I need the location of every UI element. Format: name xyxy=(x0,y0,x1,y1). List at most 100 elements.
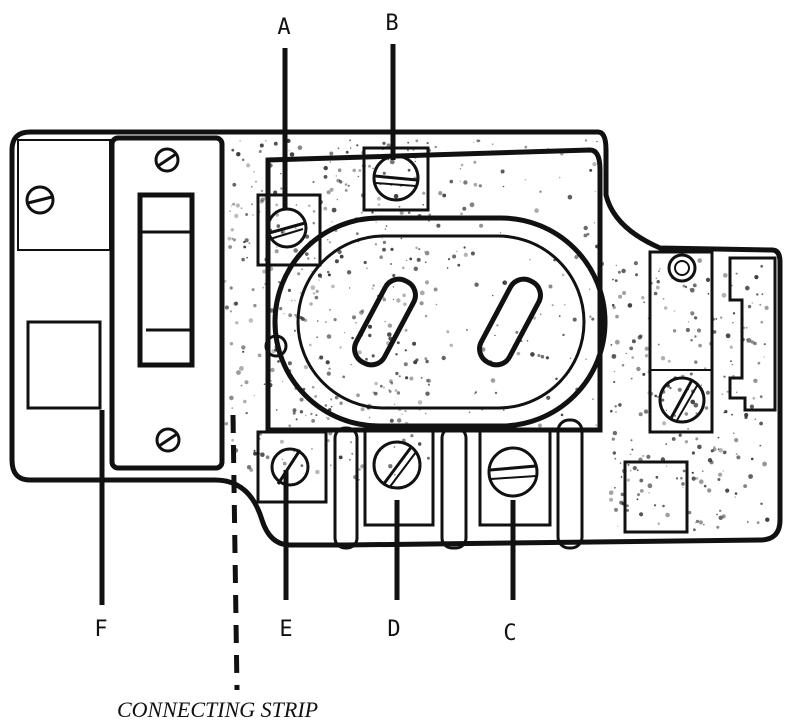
grime-speck xyxy=(717,436,720,439)
grime-speck xyxy=(673,310,676,312)
grime-speck xyxy=(360,464,365,469)
grime-speck xyxy=(388,464,393,469)
grime-speck xyxy=(629,469,632,472)
grime-speck xyxy=(583,225,588,231)
grime-speck xyxy=(409,376,414,381)
grime-speck xyxy=(452,254,457,259)
grime-speck xyxy=(413,266,418,271)
grime-speck xyxy=(662,504,665,508)
grime-speck xyxy=(691,451,696,455)
grime-speck xyxy=(377,196,381,201)
grime-speck xyxy=(244,380,249,385)
grime-speck xyxy=(402,293,406,298)
grime-speck xyxy=(403,362,408,367)
grime-speck xyxy=(326,439,330,443)
grime-speck xyxy=(446,267,449,269)
grime-speck xyxy=(394,474,396,476)
grime-speck xyxy=(646,454,651,459)
grime-speck xyxy=(331,221,333,223)
grime-speck xyxy=(288,424,292,428)
grime-speck xyxy=(572,317,577,322)
grime-speck xyxy=(355,322,357,324)
grime-speck xyxy=(756,293,759,296)
grime-speck xyxy=(399,210,404,215)
grime-speck xyxy=(401,413,403,416)
grime-speck xyxy=(281,231,284,234)
grime-speck xyxy=(709,460,714,465)
grime-speck xyxy=(236,152,241,157)
grime-speck xyxy=(424,314,428,318)
grime-speck xyxy=(422,191,426,195)
grime-speck xyxy=(248,242,251,245)
grime-speck xyxy=(718,515,723,520)
grime-speck xyxy=(269,308,275,313)
left-panel xyxy=(17,139,111,251)
grime-speck xyxy=(705,390,710,395)
grime-speck xyxy=(537,423,542,428)
grime-speck xyxy=(239,140,241,142)
grime-speck xyxy=(368,164,371,168)
grime-speck xyxy=(610,344,613,346)
grime-speck xyxy=(463,252,468,257)
grime-speck xyxy=(710,449,714,453)
grime-speck xyxy=(229,210,231,212)
grime-speck xyxy=(349,139,351,142)
grime-speck xyxy=(725,488,730,493)
grime-speck xyxy=(396,341,400,345)
grime-speck xyxy=(327,273,331,277)
grime-speck xyxy=(688,510,692,515)
grime-speck xyxy=(359,310,364,315)
grime-speck xyxy=(339,401,343,405)
grime-speck xyxy=(682,469,686,473)
grime-speck xyxy=(224,305,229,310)
grime-speck xyxy=(230,228,234,232)
grime-speck xyxy=(243,240,246,244)
grime-speck xyxy=(351,452,354,455)
grime-speck xyxy=(252,214,254,216)
left-square-window xyxy=(26,320,102,410)
grime-speck xyxy=(265,140,267,142)
grime-speck xyxy=(560,413,564,417)
grime-speck xyxy=(684,440,689,444)
grime-speck xyxy=(717,478,721,481)
grime-speck xyxy=(615,264,617,267)
grime-speck xyxy=(294,314,296,316)
grime-speck xyxy=(312,180,315,184)
grime-speck xyxy=(224,422,229,426)
grime-speck xyxy=(702,523,705,526)
grime-speck xyxy=(457,263,461,267)
grime-speck xyxy=(743,326,746,329)
grime-speck xyxy=(612,430,618,436)
grime-speck xyxy=(621,268,626,274)
grime-speck xyxy=(636,469,639,472)
grime-speck xyxy=(329,161,332,163)
terminal-plate-a xyxy=(256,193,322,267)
grime-speck xyxy=(234,213,239,219)
grime-speck xyxy=(242,350,245,353)
grime-speck xyxy=(425,359,429,364)
grime-speck xyxy=(295,227,297,229)
grime-speck xyxy=(620,492,625,497)
stud xyxy=(264,334,288,358)
grime-speck xyxy=(496,324,499,327)
grime-speck xyxy=(589,168,593,172)
grime-speck xyxy=(665,465,668,467)
grime-speck xyxy=(558,315,561,318)
grime-speck xyxy=(334,395,339,400)
grime-speck xyxy=(586,232,590,236)
grime-speck xyxy=(470,251,475,256)
grime-speck xyxy=(731,364,733,366)
grime-speck xyxy=(661,398,665,402)
grime-speck xyxy=(241,158,245,162)
grime-speck xyxy=(654,394,657,398)
grime-speck xyxy=(669,386,672,390)
grime-speck xyxy=(365,357,368,361)
grime-speck xyxy=(357,350,362,355)
grime-speck xyxy=(662,297,665,300)
grime-speck xyxy=(334,259,339,264)
grime-speck xyxy=(641,296,645,300)
grime-speck xyxy=(325,360,330,365)
grime-speck xyxy=(629,453,632,456)
grime-speck xyxy=(385,225,388,227)
grime-speck xyxy=(551,304,554,307)
